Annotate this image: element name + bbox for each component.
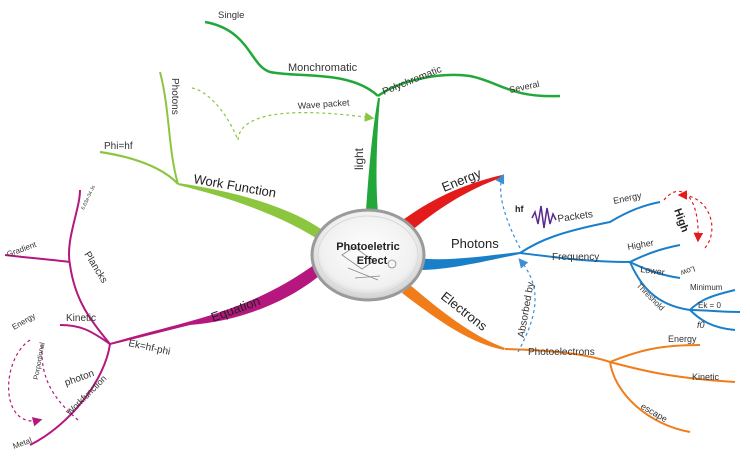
photoelectrons-label: Photoelectrons	[528, 347, 595, 358]
branch-photons: Photons Packets Energy High Frequency Hi…	[415, 190, 741, 331]
ek-zero-label: Ek = 0	[698, 301, 721, 310]
center-title-line1: Photoeletric	[336, 241, 400, 253]
absorbed-by-label: Absorbed by	[516, 281, 537, 338]
wave-packet-icon	[531, 205, 557, 229]
metal-label: Metal	[12, 436, 34, 451]
branch-work-function: Work Function Phi=hf Photons	[99, 71, 330, 242]
plancks-label: Plancks	[81, 250, 109, 286]
higher-label: Higher	[627, 238, 655, 252]
center-title-line2: Effect	[357, 255, 388, 267]
porportional-label: Porportional	[33, 342, 47, 381]
low-label: Low	[679, 264, 696, 278]
photons-label: Photons	[451, 236, 499, 251]
hf-label: hf	[515, 204, 524, 214]
branch-electrons: Electrons Absorbed by Photoelectrons Ene…	[402, 258, 736, 433]
lower-label: Lower	[640, 264, 666, 277]
photons-wf-label: Photons	[169, 78, 180, 115]
branch-light: light Monchromatic Single Polychromatic …	[191, 10, 561, 212]
polychromatic-label: Polychromatic	[381, 64, 443, 98]
packets-label: Packets	[557, 209, 594, 225]
threshold-label: Threshold	[635, 281, 667, 313]
branch-equation: Equation Ek=hf-phi Plancks 6.63e-34 Js G…	[4, 184, 328, 451]
energy-eq-label: Energy	[11, 311, 37, 331]
f0-label: f0	[697, 320, 705, 330]
frequency-label: Frequency	[552, 252, 599, 263]
kinetic-label: Kinetic	[66, 313, 96, 324]
energy-electrons-label: Energy	[668, 334, 697, 344]
equation-label: Equation	[209, 293, 262, 325]
high-label: High	[671, 207, 691, 234]
center-sketch-icon	[341, 246, 397, 281]
light-label: light	[352, 147, 366, 170]
monchromatic-label: Monchromatic	[288, 62, 358, 74]
planck-value-label: 6.63e-34 Js	[80, 184, 97, 211]
central-topic[interactable]: Photoeletric Effect	[310, 208, 426, 302]
wave-packet-label: Wave packet	[297, 97, 350, 111]
kinetic-electrons-label: Kinetic	[692, 372, 720, 382]
phi-label: Phi=hf	[104, 141, 133, 152]
minimum-label: Minimum	[690, 283, 723, 292]
single-label: Single	[218, 10, 244, 21]
energy-photons-label: Energy	[612, 190, 642, 206]
ek-label: Ek=hf-phi	[127, 338, 171, 358]
